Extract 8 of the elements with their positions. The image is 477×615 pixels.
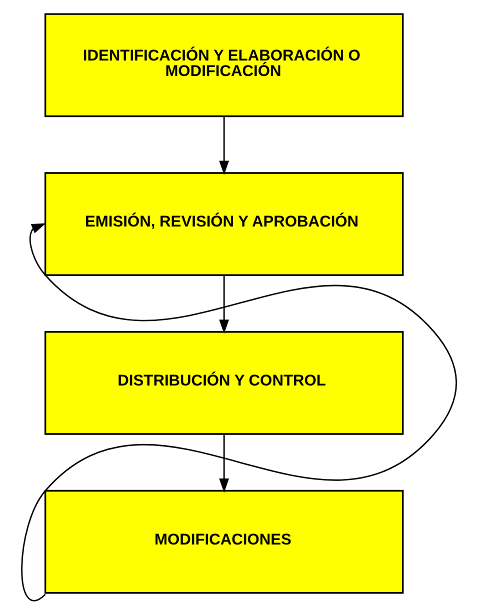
node-box: IDENTIFICACIÓN Y ELABORACIÓN O MODIFICACIÓN [44, 13, 404, 118]
arrow [218, 116, 229, 175]
node-box: EMISIÓN, REVISIÓN Y APROBACIÓN [44, 172, 404, 276]
arrow [218, 434, 229, 493]
arrow [20, 223, 456, 601]
arrow [218, 275, 229, 334]
node-box: MODIFICACIONES [44, 490, 404, 594]
node-box: DISTRIBUCIÓN Y CONTROL [44, 331, 404, 435]
